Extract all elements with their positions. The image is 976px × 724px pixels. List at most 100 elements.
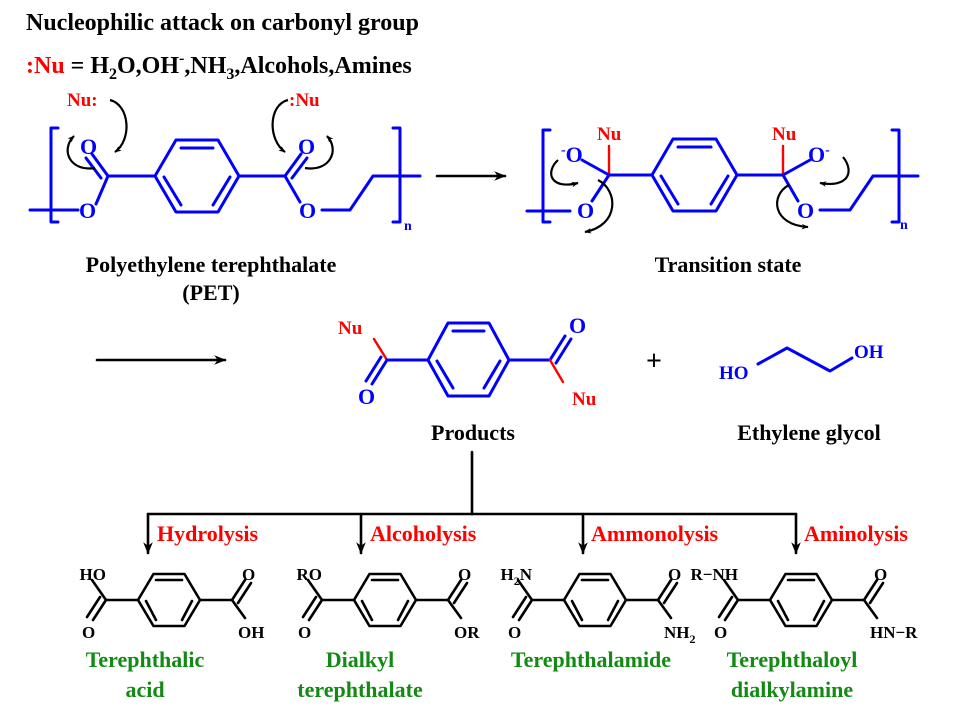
bond: [91, 598, 108, 622]
substituent-top-left: HO: [80, 565, 106, 584]
pet-structure: O O O O n Nu: :Nu: [28, 90, 422, 234]
page-title: Nucleophilic attack on carbonyl group: [26, 10, 419, 36]
atom-o: O: [79, 198, 96, 223]
bond: [717, 595, 734, 619]
bond: [446, 578, 463, 602]
bond: [230, 578, 247, 602]
left-bracket: [49, 126, 60, 224]
substituent-top-left: RO: [297, 565, 323, 584]
atom-o: O: [358, 384, 375, 409]
nucleophile-right: Nu: [572, 389, 597, 410]
transition-state-structure: -O O O- O n Nu Nu: [525, 124, 920, 234]
bond: [301, 595, 318, 619]
bond: [90, 578, 108, 602]
nu-nh: ,NH: [184, 53, 226, 79]
ethylene-glycol-label: Ethylene glycol: [737, 420, 881, 445]
product-name-terephthalic-acid-line2: acid: [125, 677, 164, 702]
substituent-bottom-right: OH: [238, 623, 264, 642]
atom-o-minus: O-: [808, 142, 830, 167]
product-name-terephthalamide: Terephthalamide: [511, 647, 671, 672]
product-name-dialkyl-terephthalate-line2: terephthalate: [297, 677, 423, 702]
substituent-bottom-right: HN−R: [870, 623, 918, 642]
ethylene-glycol-structure: HO OH: [719, 342, 884, 384]
substituent-top-left: H2N: [500, 565, 532, 588]
nucleophile-left: Nu:: [67, 90, 98, 111]
product-name-terephthaloyl-dialkylamine-line2: dialkylamine: [731, 677, 853, 702]
curved-arrow-icon: [271, 98, 289, 153]
nu-equals: = H: [65, 53, 110, 79]
curved-arrow-icon: [776, 184, 809, 230]
bond: [868, 581, 885, 605]
hydroxyl-left: HO: [719, 363, 749, 384]
hydroxyl-right: OH: [854, 342, 884, 363]
transition-state-label: Transition state: [655, 252, 802, 277]
atom-o: O: [80, 134, 97, 159]
product-name-terephthalic-acid: Terephthalic: [86, 647, 205, 672]
curved-arrow-icon: [550, 159, 579, 188]
bond: [722, 578, 740, 602]
bond: [511, 595, 528, 619]
atom-o: O: [298, 134, 315, 159]
bond: [516, 578, 534, 602]
curved-arrow-icon: [66, 135, 96, 170]
substituent-top-left: R−NH: [691, 565, 738, 584]
atom-o: O: [577, 198, 594, 223]
branch-tree: [143, 450, 801, 555]
plus-sign: +: [646, 346, 662, 377]
curved-arrow-icon: [109, 98, 128, 153]
atom-o: O: [874, 565, 887, 584]
bond: [452, 581, 469, 605]
nucleophile-right: :Nu: [289, 90, 320, 111]
atom-o: O: [797, 198, 814, 223]
bond: [723, 598, 740, 622]
nu-symbol: :Nu: [26, 53, 65, 79]
pet-abbreviation: (PET): [182, 280, 239, 305]
nucleophile-list: :Nu = H2O,OH-,NH3,Alcohols,Amines: [26, 50, 412, 83]
product-structure-ammonolysis: H2N O O NH2: [500, 565, 695, 646]
atom-o: O: [299, 198, 316, 223]
reaction-ammonolysis: Ammonolysis: [591, 521, 719, 546]
atom-o: O: [458, 565, 471, 584]
nucleophile-left: Nu: [597, 124, 622, 145]
substituent-bottom-right: OR: [454, 623, 480, 642]
repeat-unit-n: n: [404, 219, 412, 234]
bond: [236, 581, 253, 605]
product-structure-alcoholysis: RO O O OR: [297, 565, 481, 642]
left-bracket: [541, 128, 552, 224]
product-name-dialkyl-terephthalate: Dialkyl: [326, 647, 394, 672]
atom-o: O: [298, 623, 311, 642]
repeat-unit-n: n: [900, 218, 908, 233]
bond: [85, 595, 102, 619]
bond: [862, 578, 879, 602]
atom-o: O: [569, 313, 586, 338]
atom-o: O: [82, 623, 95, 642]
superscript-minus: -: [179, 50, 184, 67]
products-label: Products: [431, 420, 515, 445]
curved-arrow-icon: [584, 179, 614, 234]
atom-o-minus: -O: [561, 142, 583, 167]
atom-o: O: [668, 565, 681, 584]
products-structure: Nu O O Nu: [338, 313, 597, 410]
bond: [662, 581, 679, 605]
bond: [230, 598, 247, 620]
benzene-ring: [768, 572, 834, 628]
nu-rest: ,Alcohols,Amines: [234, 53, 411, 79]
subscript-3: 3: [226, 66, 234, 83]
curved-arrow-icon: [819, 156, 850, 187]
product-name-terephthaloyl-dialkylamine: Terephthaloyl: [727, 647, 858, 672]
nucleophile-left: Nu: [338, 318, 363, 339]
reaction-hydrolysis: Hydrolysis: [157, 521, 259, 546]
bond: [656, 598, 673, 620]
bond: [306, 578, 324, 602]
bond: [656, 578, 673, 602]
pet-label: Polyethylene terephthalate: [86, 252, 337, 277]
curved-arrow-icon: [304, 135, 334, 170]
atom-o: O: [508, 623, 521, 642]
reaction-aminolysis: Aminolysis: [804, 521, 908, 546]
benzene-ring: [562, 572, 628, 628]
substituent-bottom-right: NH2: [664, 623, 696, 646]
benzene-ring: [352, 572, 418, 628]
nucleophile-right: Nu: [772, 124, 797, 145]
